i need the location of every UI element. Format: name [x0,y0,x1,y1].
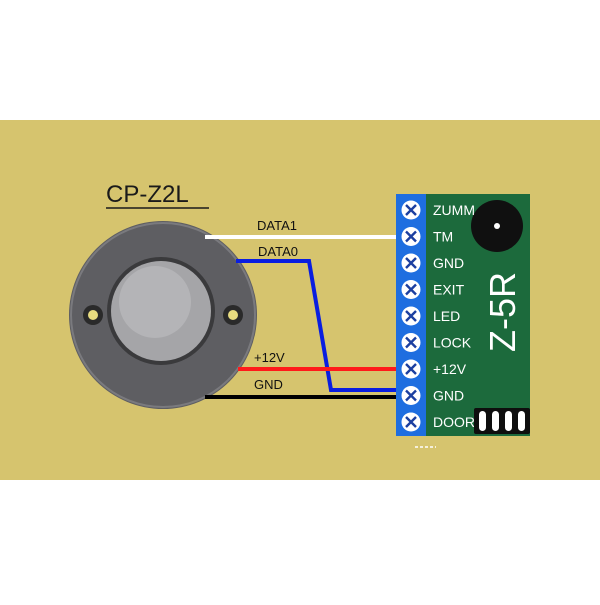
jumper-pin [479,411,486,431]
terminal-label: GND [433,255,464,271]
terminal-3: GND [401,253,464,273]
terminal-label: EXIT [433,282,465,298]
reader-screw-right-hole [228,310,238,320]
terminal-9: DOOR [401,412,475,432]
wire-label-data1: DATA1 [257,218,297,233]
terminal-label: LED [433,308,460,324]
terminal-1: ZUMM [401,200,475,220]
reader-ring-highlight [70,222,256,408]
screw-slot-icon [405,204,417,216]
screw-slot-icon [405,389,417,402]
reader-button-shine [119,266,191,338]
terminal-8: GND [401,386,464,405]
buzzer-hole [494,223,500,229]
reader-cp-z2l [69,221,257,409]
reader-screw-left-hole [88,310,98,320]
screw-slot-icon [405,310,417,322]
jumper-pin [492,411,499,431]
terminal-5: LED [401,306,460,326]
screw-slot-icon [405,336,417,349]
wire-label-data0: DATA0 [258,244,298,259]
controller-board-z5r: Z-5R ZUMM TM GND EXIT LED LOCK +12V GND DOOR [396,194,530,436]
screw-slot-icon [405,257,417,269]
terminal-6: LOCK [401,333,472,352]
screw-slot-icon [405,416,417,428]
screw-slot-icon [405,230,417,243]
screw-slot-icon [405,283,417,296]
terminal-label: +12V [433,361,467,377]
terminal-label: LOCK [433,335,472,351]
wire-data0 [236,259,400,392]
terminal-label: GND [433,388,464,404]
wire-label-gnd: GND [254,377,283,392]
terminal-list: ZUMM TM GND EXIT LED LOCK +12V GND DOOR [401,200,475,432]
jumper-header [474,408,530,434]
terminal-2: TM [401,227,453,246]
terminal-4: EXIT [401,280,465,299]
jumper-block [474,408,530,434]
terminal-label: TM [433,229,453,245]
terminal-label: ZUMM [433,202,475,218]
controller-label: Z-5R [482,272,523,352]
jumper-pin [505,411,512,431]
reader-title: CP-Z2L [106,181,189,208]
jumper-pin [518,411,525,431]
terminal-label: DOOR [433,414,475,430]
screw-slot-icon [405,363,417,375]
wire-label-plus12v: +12V [254,350,285,365]
terminal-7: +12V [401,359,467,379]
